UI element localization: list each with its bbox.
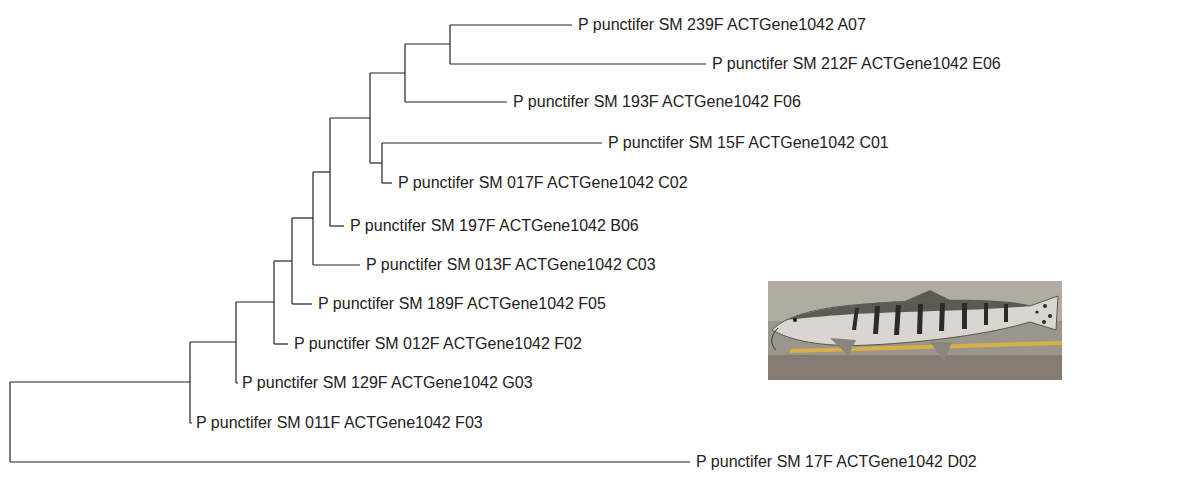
taxon-label: P punctifer SM 189F ACTGene1042 F05 [318,294,606,313]
taxon-label: P punctifer SM 012F ACTGene1042 F02 [294,334,582,353]
taxon-label: P punctifer SM 017F ACTGene1042 C02 [398,173,688,192]
fish-photo [768,281,1062,380]
taxon-label: P punctifer SM 197F ACTGene1042 B06 [350,216,639,235]
taxon-label: P punctifer SM 15F ACTGene1042 C01 [608,133,889,152]
taxon-label: P punctifer SM 17F ACTGene1042 D02 [696,452,977,471]
taxon-label: P punctifer SM 212F ACTGene1042 E06 [712,54,1001,73]
taxon-label: P punctifer SM 013F ACTGene1042 C03 [366,255,656,274]
tree-branches [10,25,706,462]
taxon-label: P punctifer SM 193F ACTGene1042 F06 [513,92,801,111]
taxon-label: P punctifer SM 239F ACTGene1042 A07 [578,15,866,34]
taxon-label: P punctifer SM 129F ACTGene1042 G03 [242,373,533,392]
taxon-label: P punctifer SM 011F ACTGene1042 F03 [196,413,483,432]
